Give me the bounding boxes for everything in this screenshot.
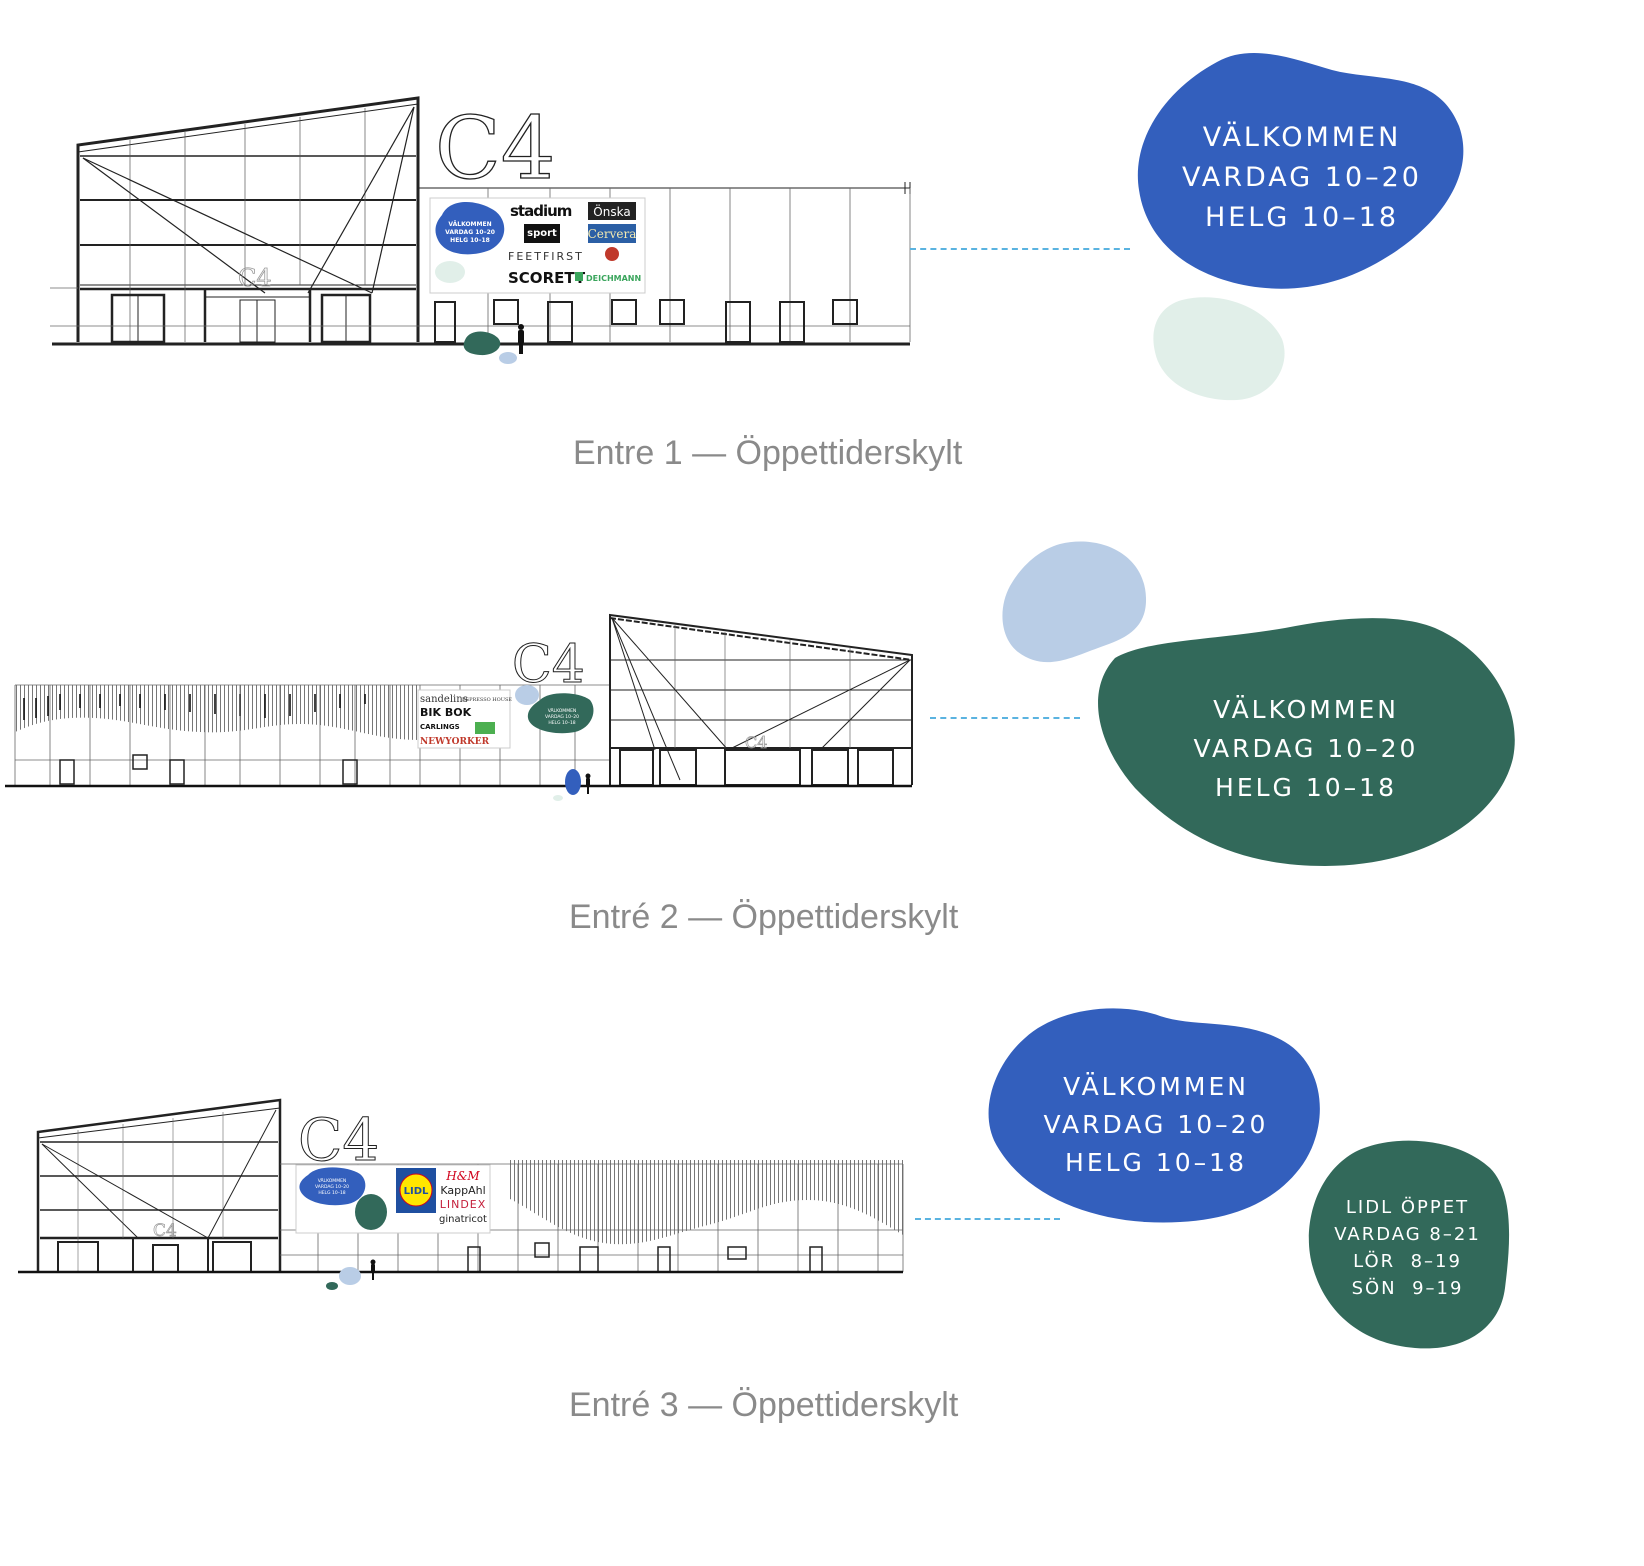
person-silhouette-3 — [370, 1259, 376, 1280]
tenant-board-3: VÄLKOMMEN VARDAG 10–20 HELG 10–18 LIDL H… — [295, 1164, 491, 1234]
sign-line: VÄLKOMMEN — [1213, 695, 1399, 724]
sign-text: VÄLKOMMEN VARDAG 10–20 HELG 10–18 — [1095, 690, 1517, 807]
tenant-board-2: sandelins ESPRESSO HOUSE BIK BOK CARLING… — [417, 689, 512, 749]
svg-text:HELG 10–18: HELG 10–18 — [548, 720, 575, 726]
sign-line: LÖR 8–19 — [1353, 1251, 1462, 1272]
svg-text:C4: C4 — [745, 733, 767, 752]
sign-blob-shape — [988, 1008, 1320, 1223]
tenant-board: VÄLKOMMEN VARDAG 10–20 HELG 10–18 stadiu… — [429, 197, 646, 294]
connector-line-2 — [930, 717, 1080, 719]
c4-small-logo: C4 — [238, 264, 272, 292]
svg-text:CARLINGS: CARLINGS — [420, 723, 460, 731]
c4-logo: C4 — [435, 99, 556, 199]
sign-line: HELG 10–18 — [1065, 1148, 1247, 1177]
svg-text:LINDEX: LINDEX — [440, 1198, 487, 1211]
entrance-1-section: C4 C4 VÄLKOMMEN VARDAG 10–20 HELG 10–18 … — [0, 0, 1644, 500]
svg-text:HELG 10–18: HELG 10–18 — [318, 1190, 345, 1196]
sign-text: VÄLKOMMEN VARDAG 10–20 HELG 10–18 — [1137, 118, 1467, 238]
entrance-1-sign: VÄLKOMMEN VARDAG 10–20 HELG 10–18 — [1137, 48, 1467, 292]
entrance-3-section: C4 C4 — [0, 960, 1644, 1566]
entrance-2-section: sandelins ESPRESSO HOUSE BIK BOK CARLING… — [0, 500, 1644, 960]
svg-text:C4: C4 — [153, 1221, 177, 1241]
entrance-3-caption: Entré 3 — Öppettiderskylt — [569, 1386, 959, 1424]
sign-blob-shape — [1137, 52, 1464, 289]
entrance-3-facade-drawing: C4 C4 — [18, 1090, 918, 1300]
facade-elevation-3: C4 C4 — [18, 1098, 904, 1290]
entrance-2-sign: VÄLKOMMEN VARDAG 10–20 HELG 10–18 — [1095, 618, 1517, 868]
c4-logo-3: C4 — [298, 1106, 379, 1174]
svg-text:NEWYORKER: NEWYORKER — [420, 737, 490, 747]
decor-blob-mint — [1152, 294, 1288, 402]
green-shrub-blob — [463, 331, 501, 356]
svg-text:ESPRESSO HOUSE: ESPRESSO HOUSE — [462, 697, 512, 703]
svg-text:sport: sport — [527, 228, 557, 239]
sign-text: VÄLKOMMEN VARDAG 10–20 HELG 10–18 — [985, 1068, 1327, 1182]
facade-slats — [15, 685, 420, 740]
svg-text:LIDL: LIDL — [404, 1186, 429, 1197]
svg-text:stadium: stadium — [510, 202, 572, 220]
connector-line-1 — [910, 248, 1130, 250]
svg-text:VÄLKOMMEN: VÄLKOMMEN — [318, 1177, 347, 1184]
person-silhouette-2 — [585, 773, 591, 794]
svg-text:KappAhl: KappAhl — [440, 1184, 485, 1197]
svg-text:FEETFIRST: FEETFIRST — [508, 250, 584, 263]
sign-line: VÄLKOMMEN — [1063, 1072, 1249, 1101]
sign-line: VARDAG 10–20 — [1193, 734, 1419, 763]
c4-logo-2: C4 — [512, 635, 585, 695]
svg-text:ginatricot: ginatricot — [439, 1214, 487, 1225]
person-silhouette — [518, 324, 524, 354]
svg-text:SCORETT: SCORETT — [508, 269, 586, 287]
svg-text:VÄLKOMMEN: VÄLKOMMEN — [448, 221, 491, 228]
sign-line: VARDAG 10–20 — [1043, 1110, 1269, 1139]
svg-text:VARDAG 10–20: VARDAG 10–20 — [445, 229, 495, 236]
sign-blob-shape — [1308, 1140, 1510, 1349]
connector-line-3 — [915, 1218, 1060, 1220]
facade-elevation-1: C4 C4 VÄLKOMMEN VARDAG 10–20 HELG 10–18 … — [50, 96, 911, 364]
sign-line: VÄLKOMMEN — [1202, 122, 1402, 153]
svg-text:Cervera: Cervera — [588, 227, 637, 241]
entrance-2-facade-drawing: sandelins ESPRESSO HOUSE BIK BOK CARLING… — [0, 610, 920, 810]
svg-text:VARDAG 10–20: VARDAG 10–20 — [545, 714, 579, 720]
sign-line: HELG 10–18 — [1215, 773, 1397, 802]
sign-line: VARDAG 10–20 — [1181, 162, 1422, 193]
entrance-2-caption: Entré 2 — Öppettiderskylt — [569, 898, 959, 936]
facade-elevation-2: sandelins ESPRESSO HOUSE BIK BOK CARLING… — [5, 613, 913, 801]
svg-text:H&M: H&M — [445, 1169, 480, 1183]
sign-line: SÖN 9–19 — [1351, 1278, 1464, 1299]
svg-text:BIK BOK: BIK BOK — [420, 706, 472, 719]
entrance-3-lidl-sign: LIDL ÖPPET VARDAG 8–21 LÖR 8–19 SÖN 9–19 — [1305, 1138, 1510, 1350]
sign-line: VARDAG 8–21 — [1334, 1224, 1481, 1245]
svg-text:VÄLKOMMEN: VÄLKOMMEN — [548, 707, 577, 714]
entrance-3-sign: VÄLKOMMEN VARDAG 10–20 HELG 10–18 — [985, 1004, 1327, 1224]
svg-text:sandelins: sandelins — [420, 694, 468, 705]
sign-line: HELG 10–18 — [1204, 202, 1400, 233]
sign-line: LIDL ÖPPET — [1345, 1197, 1470, 1218]
decor-blob-light-blue — [1000, 540, 1150, 666]
entrance-1-facade-drawing: C4 C4 VÄLKOMMEN VARDAG 10–20 HELG 10–18 … — [50, 90, 930, 380]
svg-text:VARDAG 10–20: VARDAG 10–20 — [315, 1184, 349, 1190]
entrance-1-caption: Entre 1 — Öppettiderskylt — [573, 434, 963, 472]
facade-slats-3 — [508, 1160, 903, 1245]
sign-text: LIDL ÖPPET VARDAG 8–21 LÖR 8–19 SÖN 9–19 — [1305, 1194, 1510, 1302]
svg-text:DEICHMANN: DEICHMANN — [586, 274, 641, 283]
svg-text:Önska: Önska — [593, 203, 630, 219]
sign-blob-shape — [1098, 618, 1515, 866]
svg-text:HELG 10–18: HELG 10–18 — [450, 237, 490, 244]
